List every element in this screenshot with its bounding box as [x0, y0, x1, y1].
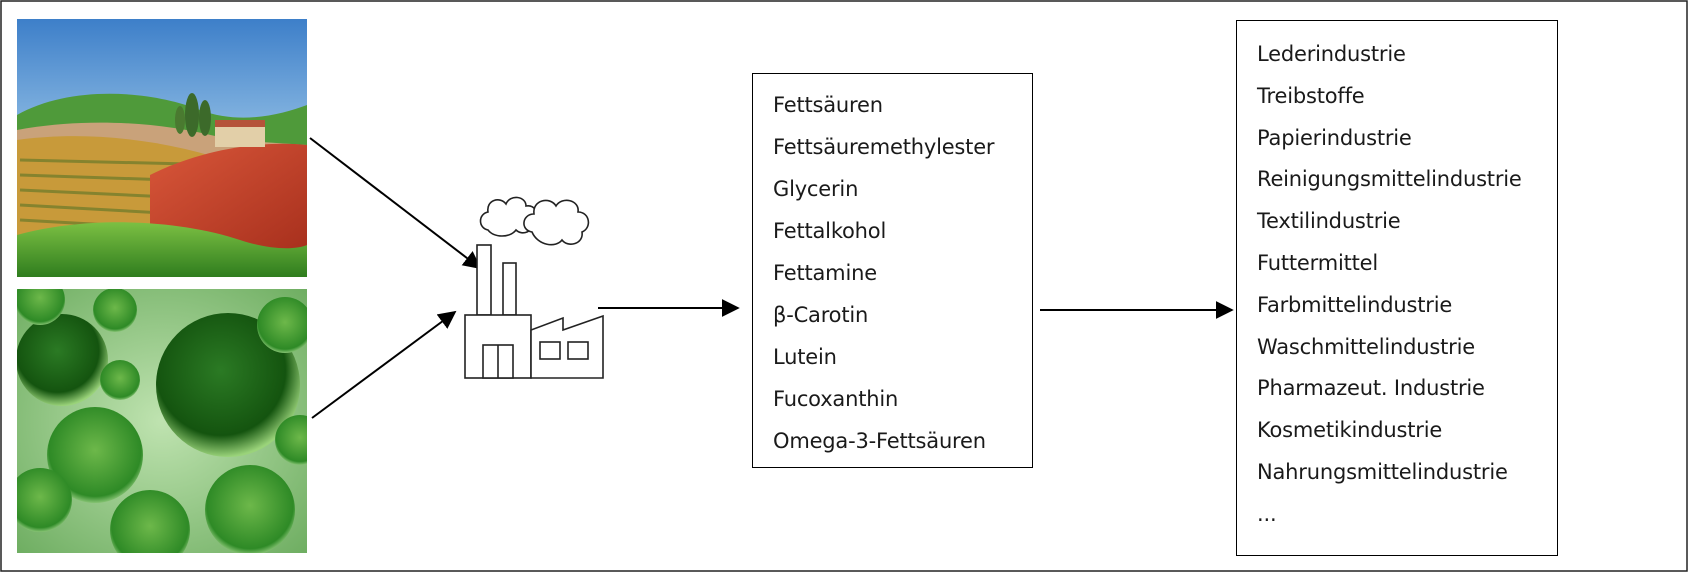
industry-item: Papierindustrie: [1257, 125, 1412, 150]
product-item: Glycerin: [773, 177, 859, 201]
industry-item: Waschmittelindustrie: [1257, 334, 1475, 359]
landscape-image: [17, 19, 307, 277]
algae-image: [17, 289, 307, 553]
arrow-algae-to-factory: [311, 310, 457, 419]
product-item: Fucoxanthin: [773, 387, 899, 411]
product-item: β-Carotin: [773, 303, 869, 327]
industry-item: ...: [1257, 501, 1277, 526]
product-item: Fettamine: [773, 261, 877, 285]
industries-box: Lederindustrie Treibstoffe Papierindustr…: [1236, 20, 1558, 556]
industry-item: Pharmazeut. Industrie: [1257, 376, 1485, 401]
industry-item: Futtermittel: [1257, 250, 1379, 275]
industry-item: Farbmittelindustrie: [1257, 292, 1453, 317]
products-list: Fettsäuren Fettsäuremethylester Glycerin…: [773, 84, 1032, 462]
industry-item: Lederindustrie: [1257, 42, 1406, 66]
product-item: Lutein: [773, 345, 837, 369]
product-item: Fettalkohol: [773, 219, 887, 243]
industries-list: Lederindustrie Treibstoffe Papierindustr…: [1257, 34, 1557, 536]
industry-item: Treibstoffe: [1257, 83, 1365, 108]
industry-item: Reinigungsmittelindustrie: [1257, 167, 1522, 192]
product-item: Fettsäuren: [773, 93, 883, 117]
product-item: Fettsäuremethylester: [773, 135, 995, 159]
factory-icon: [464, 196, 604, 379]
product-item: Omega-3-Fettsäuren: [773, 429, 986, 453]
arrow-landscape-to-factory: [309, 137, 482, 270]
industry-item: Nahrungsmittelindustrie: [1257, 459, 1508, 484]
industry-item: Kosmetikindustrie: [1257, 418, 1443, 443]
industry-item: Textilindustrie: [1257, 209, 1401, 234]
products-box: Fettsäuren Fettsäuremethylester Glycerin…: [752, 73, 1033, 468]
